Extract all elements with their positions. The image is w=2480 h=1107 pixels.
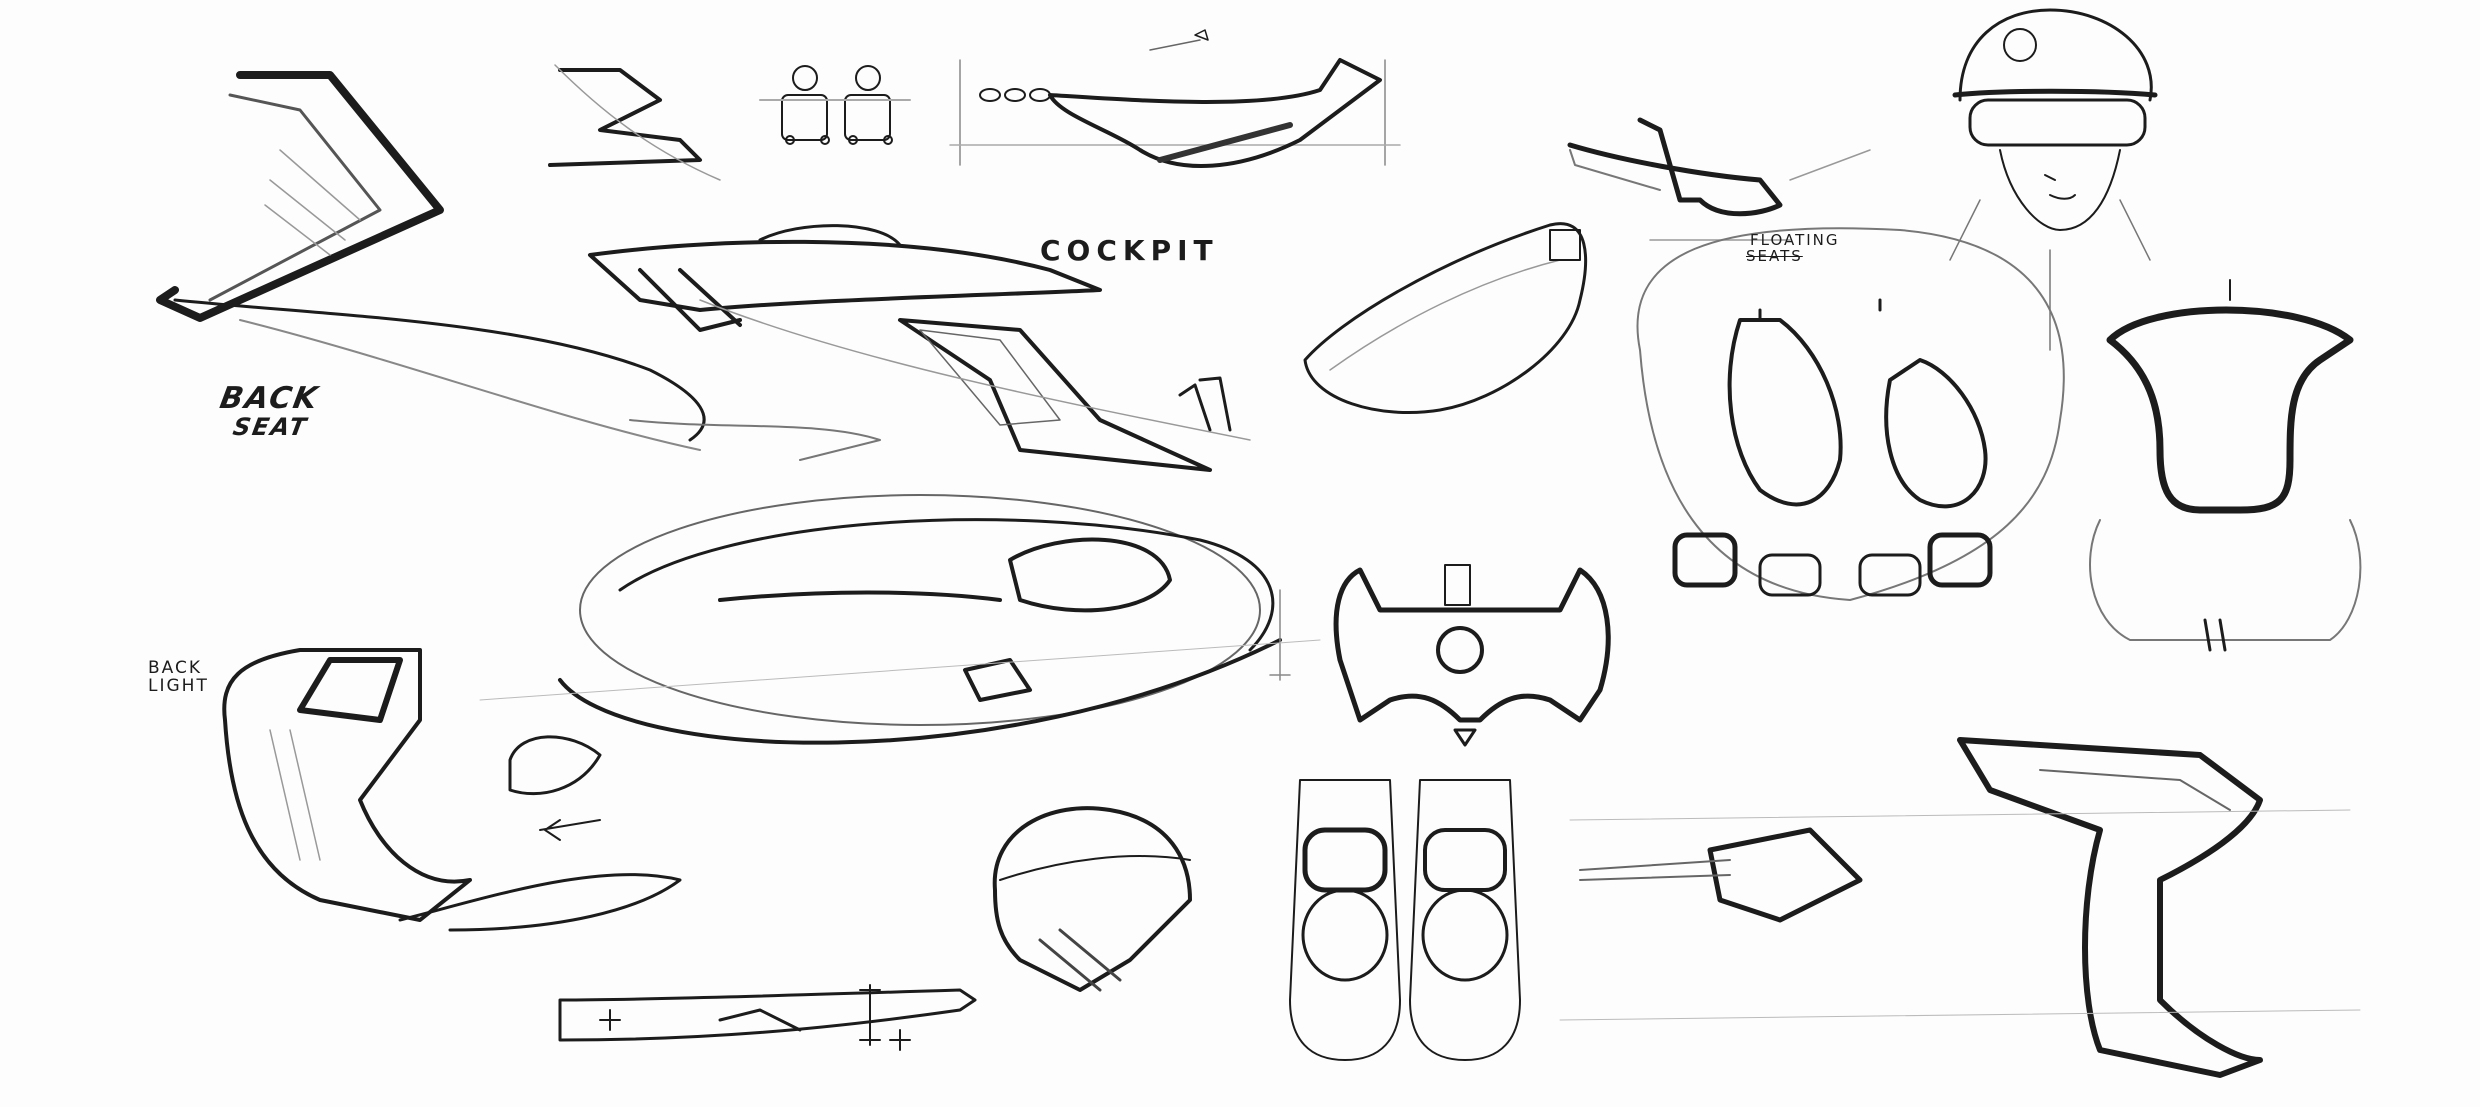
twin-seat-front-view [759,65,911,145]
back-light-module [222,648,682,932]
back-seat-side-view [156,71,881,461]
steering-wheel-front [1333,564,1611,747]
seat-cushion-perspective [1303,222,1588,414]
cockpit-side-view [588,224,1251,472]
seat-structure-side-view [1559,737,2361,1078]
side-profile-elevation [949,29,1401,169]
back-seat-label: BACK SEAT [217,381,322,441]
rear-seats-perspective [1636,227,2065,601]
cockpit-label: COCKPIT [1040,234,1219,267]
low-profile-side-sketch [558,984,977,1051]
helmet-sketch [992,806,1192,992]
pilot-helmet-portrait [1949,8,2158,351]
yoke-steering-perspective [2089,279,2362,652]
floating-seats-thumbnail [1567,117,1871,241]
mini-shell-sketch [548,64,721,181]
seats-top-view [1289,779,1521,1061]
back-light-label: BACK LIGHT [148,658,209,696]
floating-seats-label: FLOATING SEATS [1746,231,1840,265]
vehicle-top-view [479,494,1321,745]
